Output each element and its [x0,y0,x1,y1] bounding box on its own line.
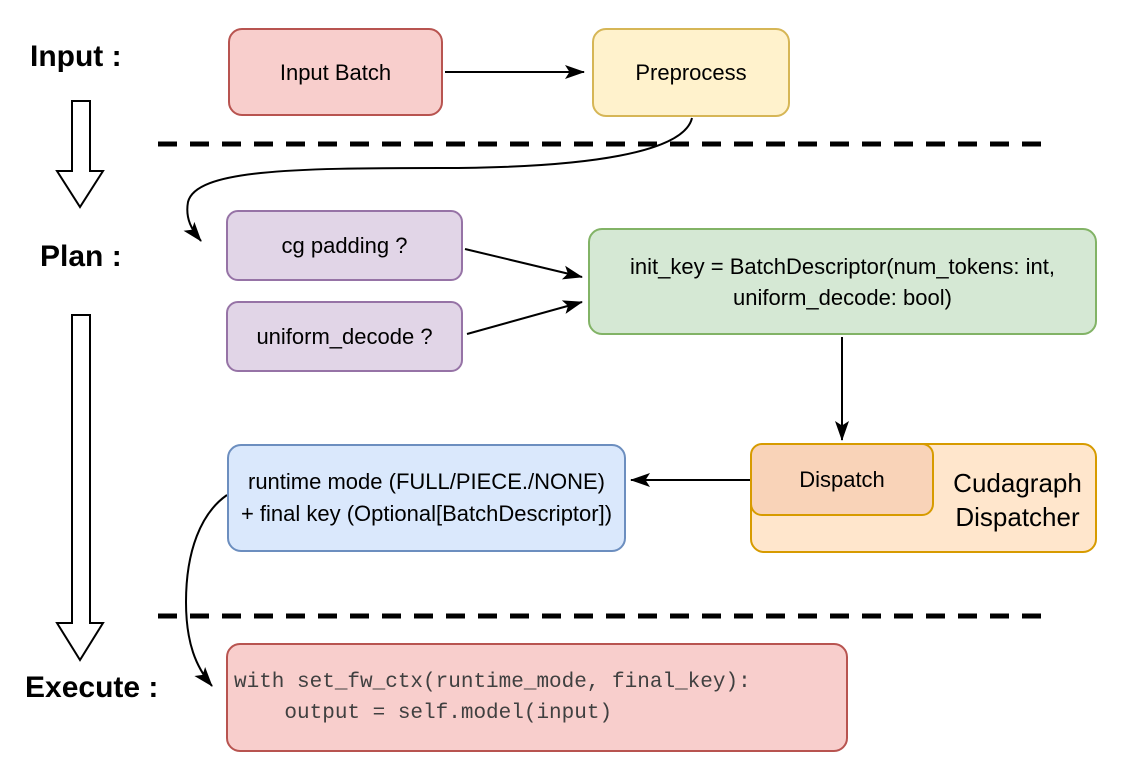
node-uniform-decode: uniform_decode ? [226,301,463,372]
stage-arrow-plan-to-execute [55,314,105,662]
node-dispatch: Dispatch [750,443,934,516]
arrow-cg-padding-to-init-key [464,248,583,280]
node-cg-padding: cg padding ? [226,210,463,281]
node-input-batch-label: Input Batch [279,59,392,85]
stage-label-execute: Execute : [25,671,159,704]
node-runtime-mode-line2: + final key (Optional[BatchDescriptor]) [240,501,613,526]
node-init-key: init_key = BatchDescriptor(num_tokens: i… [588,228,1097,335]
node-cudagraph-dispatcher-line2: Dispatcher [955,502,1080,532]
node-init-key-line2: uniform_decode: bool) [733,284,952,310]
node-preprocess-label: Preprocess [635,60,747,85]
arrow-runtime-mode-to-execute-code [184,494,228,687]
stage-arrow-input-to-plan [55,100,105,209]
node-preprocess: Preprocess [592,28,790,117]
node-init-key-line1: init_key = BatchDescriptor(num_tokens: i… [630,253,1055,279]
stage-label-input: Input : [30,40,122,73]
node-uniform-decode-label: uniform_decode ? [256,324,433,349]
node-dispatch-label: Dispatch [799,467,885,492]
node-execute-code: with set_fw_ctx(runtime_mode, final_key)… [226,643,848,752]
node-runtime-mode: runtime mode (FULL/PIECE./NONE) + final … [227,444,626,552]
arrow-uniform-decode-to-init-key [466,300,583,335]
arrow-preprocess-to-cg-padding [183,117,693,242]
node-cudagraph-dispatcher-label: Cudagraph Dispatcher [936,445,1099,555]
node-input-batch: Input Batch [228,28,443,116]
node-execute-code-line2: output = self.model(input) [234,701,613,725]
node-cudagraph-dispatcher-line1: Cudagraph [953,468,1082,498]
node-execute-code-line1: with set_fw_ctx(runtime_mode, final_key)… [234,670,751,694]
node-cg-padding-label: cg padding ? [281,233,408,258]
stage-label-plan: Plan : [40,240,122,273]
node-runtime-mode-line1: runtime mode (FULL/PIECE./NONE) [248,469,605,494]
